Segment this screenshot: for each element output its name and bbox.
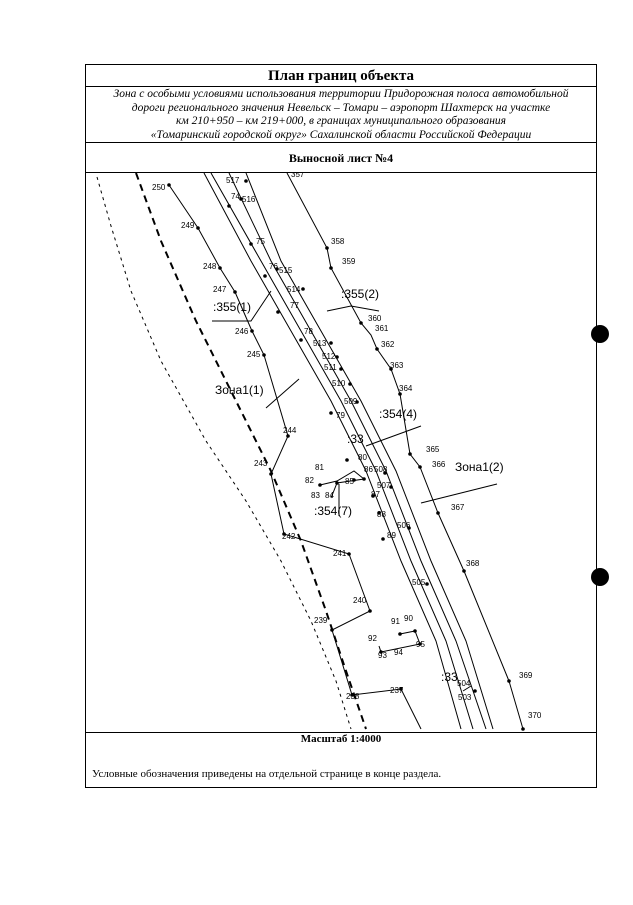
zone-label-354-4: :354(4) (379, 407, 417, 421)
point-label: 363 (390, 361, 404, 370)
point-label: 80 (358, 453, 367, 462)
zone-label-355-1: :355(1) (213, 300, 251, 314)
point-label: 513 (313, 339, 327, 348)
point-label: 360 (368, 314, 382, 323)
point-label: 511 (324, 363, 337, 372)
point-label: 84 (325, 491, 334, 500)
point-label: 91 (391, 617, 400, 626)
point-label: 368 (466, 559, 480, 568)
point-label: 369 (519, 671, 533, 680)
zone-label-355-2: :355(2) (341, 287, 379, 301)
point-label: 507 (377, 481, 391, 490)
point-label: 517 (226, 176, 240, 185)
point-label: 78 (304, 327, 313, 336)
point-label: 250 (152, 183, 166, 192)
point-label: 366 (432, 460, 446, 469)
subtitle-line-1: Зона с особыми условиями использования т… (113, 88, 569, 100)
point-label: 88 (377, 510, 386, 519)
point-label: 74 (231, 192, 240, 201)
zone-label-zona1-2: Зона1(2) (455, 460, 504, 474)
point-label: 358 (331, 237, 345, 246)
point-label: 515 (279, 266, 293, 275)
point-label: 362 (381, 340, 395, 349)
point-label: 93 (378, 651, 387, 660)
point-label: 85 (345, 477, 354, 486)
point-label: 75 (256, 237, 265, 246)
point-label: 238 (346, 692, 360, 701)
point-label: 504 (457, 679, 471, 688)
point-label: 242 (282, 532, 296, 541)
point-label: 241 (333, 549, 347, 558)
zone-label-zona1-1: Зона1(1) (215, 383, 264, 397)
point-label: 244 (283, 426, 297, 435)
point-label: 516 (242, 195, 256, 204)
subtitle-line-2: дороги регионального значения Невельск –… (131, 101, 551, 114)
point-label: 514 (287, 285, 301, 294)
point-label: 512 (322, 352, 336, 361)
zone-label-33-upper: :33 (347, 432, 364, 446)
point-label: 243 (254, 459, 268, 468)
point-label: 510 (332, 379, 346, 388)
point-label: 361 (375, 324, 389, 333)
binder-hole-top (591, 325, 609, 343)
point-label: 240 (353, 596, 367, 605)
zone-label-354-7: :354(7) (314, 504, 352, 518)
point-label: 90 (404, 614, 413, 623)
binder-hole-bottom (591, 568, 609, 586)
scale-label: Масштаб 1:4000 (300, 733, 382, 745)
point-label: 239 (314, 616, 328, 625)
point-label: 76 (269, 262, 278, 271)
point-label: 367 (451, 503, 465, 512)
point-label: 77 (290, 301, 299, 310)
boundary-map: :355(1) :355(2) Зона1(1) :354(4) :33 Зон… (86, 170, 596, 733)
point-label: 246 (235, 327, 249, 336)
legend-note: Условные обозначения приведены на отдель… (92, 768, 442, 780)
point-label: 508 (374, 465, 388, 474)
point-label: 83 (311, 491, 320, 500)
point-label: 95 (416, 640, 425, 649)
subtitle-line-4: «Томаринский городской округ» Сахалинско… (150, 128, 532, 141)
point-label: 247 (213, 285, 227, 294)
zone-label-33-lower: :33 (441, 670, 458, 684)
point-label: 94 (394, 648, 403, 657)
point-label: 505 (412, 578, 426, 587)
point-label: 365 (426, 445, 440, 454)
plan-title: План границ объекта (86, 65, 596, 87)
plan-subtitle: Зона с особыми условиями использования т… (86, 87, 596, 143)
point-label: 248 (203, 262, 217, 271)
boundary-map-svg: :355(1) :355(2) Зона1(1) :354(4) :33 Зон… (96, 170, 542, 731)
point-label: 364 (399, 384, 413, 393)
point-label: 249 (181, 221, 195, 230)
point-label: 81 (315, 463, 324, 472)
point-label: 359 (342, 257, 356, 266)
point-label: 503 (458, 693, 472, 702)
point-label: 86 (364, 465, 373, 474)
point-label: 357 (291, 173, 305, 179)
point-label: 82 (305, 476, 314, 485)
point-label: 237 (390, 686, 404, 695)
point-label: 92 (368, 634, 377, 643)
subtitle-line-3: км 210+950 – км 219+000, в границах муни… (175, 115, 507, 127)
point-label: 89 (387, 531, 396, 540)
point-label: 506 (397, 521, 411, 530)
point-label: 79 (336, 411, 345, 420)
point-label: 370 (528, 711, 542, 720)
point-label: 509 (344, 397, 358, 406)
point-label: 245 (247, 350, 261, 359)
point-label: 87 (371, 490, 380, 499)
sheet-label: Выносной лист №4 (86, 143, 596, 173)
plan-frame: План границ объекта Зона с особыми услов… (85, 64, 597, 788)
